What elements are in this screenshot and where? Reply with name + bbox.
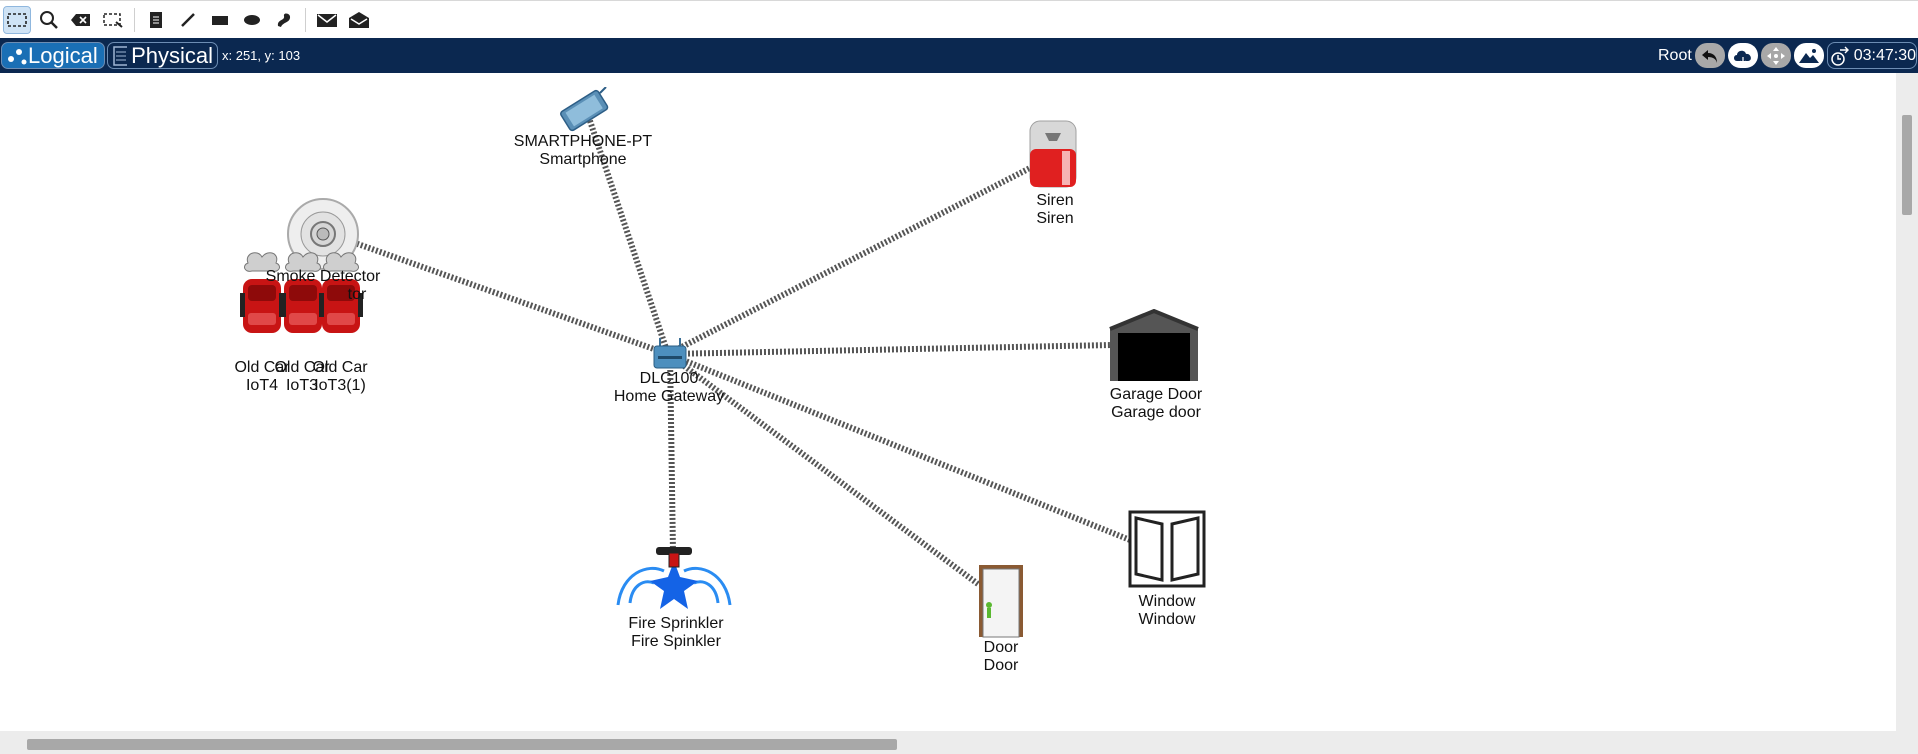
- link-window: [666, 351, 1132, 543]
- clock-box: 03:47:30: [1827, 42, 1917, 69]
- cursor-coordinates: x: 251, y: 103: [222, 48, 301, 63]
- time-icon: [1831, 46, 1849, 66]
- link-door: [666, 351, 980, 587]
- toolbar-separator: [305, 7, 306, 32]
- search-icon[interactable]: [36, 7, 62, 33]
- old-car-iot4-icon[interactable]: [240, 249, 284, 340]
- simple-pdu-icon[interactable]: [314, 7, 340, 33]
- link-smoke-detector: [353, 240, 670, 357]
- complex-pdu-icon[interactable]: [346, 7, 372, 33]
- ellipse-icon[interactable]: [239, 7, 265, 33]
- link-garage-door: [667, 342, 1113, 357]
- link-smartphone: [583, 108, 671, 355]
- door-icon[interactable]: [977, 563, 1025, 644]
- vertical-scrollbar[interactable]: [1896, 73, 1918, 731]
- workspace-navbar: Logical Physical x: 251, y: 103 Root 03:…: [0, 38, 1918, 73]
- resize-icon[interactable]: [100, 7, 126, 33]
- move-icon[interactable]: [1761, 43, 1791, 68]
- cloud-icon[interactable]: [1728, 43, 1758, 68]
- vertical-scroll-thumb[interactable]: [1902, 115, 1912, 215]
- home-gateway-icon[interactable]: [652, 336, 688, 375]
- window-icon[interactable]: [1128, 510, 1206, 593]
- freeform-icon[interactable]: [271, 7, 297, 33]
- connection-links: [353, 108, 1132, 587]
- siren-icon[interactable]: [1028, 119, 1080, 194]
- main-toolbar: [0, 0, 1918, 38]
- toolbar-separator: [134, 7, 135, 32]
- delete-icon[interactable]: [68, 7, 94, 33]
- physical-tab[interactable]: Physical: [107, 42, 218, 69]
- logical-icon: [8, 48, 27, 64]
- smartphone-icon[interactable]: [554, 86, 616, 138]
- back-icon[interactable]: [1695, 43, 1725, 68]
- clock-time: 03:47:30: [1853, 46, 1916, 64]
- horizontal-scroll-thumb[interactable]: [27, 739, 897, 750]
- garage-door-icon[interactable]: [1108, 308, 1200, 386]
- logical-label: Logical: [28, 42, 98, 68]
- old-car-iot3-icon[interactable]: [281, 249, 325, 340]
- horizontal-scrollbar[interactable]: [0, 731, 1918, 754]
- link-siren: [666, 164, 1034, 357]
- fire-sprinkler-icon[interactable]: [608, 543, 740, 628]
- select-icon[interactable]: [3, 5, 31, 34]
- physical-label: Physical: [131, 42, 213, 68]
- rectangle-icon[interactable]: [207, 7, 233, 33]
- background-image-icon[interactable]: [1794, 43, 1824, 68]
- root-label: Root: [1658, 47, 1692, 64]
- line-icon[interactable]: [175, 7, 201, 33]
- physical-icon: [113, 45, 128, 66]
- smoke-detector-icon[interactable]: [286, 197, 360, 276]
- note-icon[interactable]: [143, 7, 169, 33]
- logical-tab[interactable]: Logical: [1, 42, 105, 69]
- link-fire-sprinkler: [667, 353, 676, 554]
- old-car-iot3-1-icon[interactable]: [319, 249, 363, 340]
